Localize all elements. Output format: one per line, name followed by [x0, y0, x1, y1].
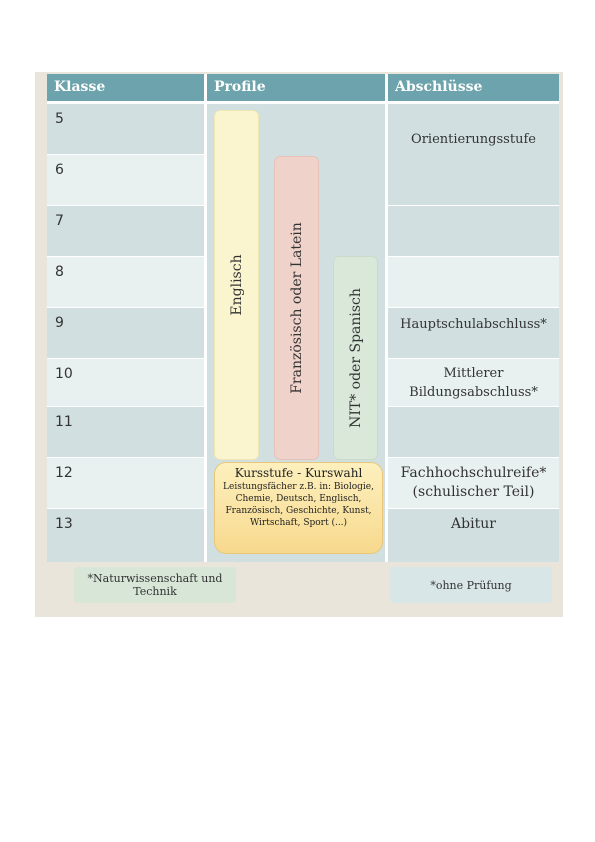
kursstufe-body: Leistungsfächer z.B. in: Biologie, Chemi… [223, 482, 374, 528]
profile-label-franzoesisch-latein: Französisch oder Latein [288, 222, 305, 394]
kursstufe-box: Kursstufe - Kurswahl Leistungsfächer z.B… [214, 462, 383, 554]
profile-label-nit-spanisch: NIT* oder Spanisch [347, 288, 364, 428]
grade-10: 10 [47, 359, 204, 406]
note-ohne-pruefung: *ohne Prüfung [390, 567, 552, 603]
grade-6: 6 [47, 155, 204, 205]
profile-bar-englisch: Englisch [214, 110, 259, 460]
grade-7: 7 [47, 206, 204, 256]
abschluss-fh-line1: Fachhochschulreife* [400, 465, 547, 481]
grade-5: 5 [47, 104, 204, 154]
grade-9: 9 [47, 308, 204, 358]
header-klasse: Klasse [47, 74, 204, 101]
abschluss-mittlerer-line1: Mittlerer [443, 365, 504, 381]
abschluss-fachhochschulreife: Fachhochschulreife* (schulischer Teil) [388, 458, 559, 508]
abschluss-orientierungsstufe: Orientierungsstufe [388, 104, 559, 205]
kursstufe-title: Kursstufe - Kurswahl [234, 466, 363, 480]
abschluss-empty-11 [388, 407, 559, 457]
abschluss-abitur: Abitur [388, 509, 559, 562]
grade-11: 11 [47, 407, 204, 457]
abschluss-hauptschulabschluss: Hauptschulabschluss* [388, 308, 559, 358]
abschluss-mittlerer-line2: Bildungsabschluss* [409, 384, 538, 400]
profile-label-englisch: Englisch [228, 254, 245, 316]
header-abschluesse: Abschlüsse [388, 74, 559, 101]
grade-8: 8 [47, 257, 204, 307]
abschluss-fh-line2: (schulischer Teil) [412, 484, 535, 500]
abschluss-mittlerer-bildungsabschluss: Mittlerer Bildungsabschluss* [388, 359, 559, 406]
abschluss-empty-7 [388, 206, 559, 256]
grade-12: 12 [47, 458, 204, 508]
abschluss-empty-8 [388, 257, 559, 307]
school-profile-table: Klasse Profile Abschlüsse 5 6 7 8 9 10 1… [47, 74, 559, 562]
note-nit: *Naturwissenschaft und Technik [74, 567, 236, 603]
profile-bar-nit-spanisch: NIT* oder Spanisch [333, 256, 378, 460]
profile-bar-franzoesisch-latein: Französisch oder Latein [274, 156, 319, 460]
header-profile: Profile [207, 74, 385, 101]
grade-13: 13 [47, 509, 204, 562]
